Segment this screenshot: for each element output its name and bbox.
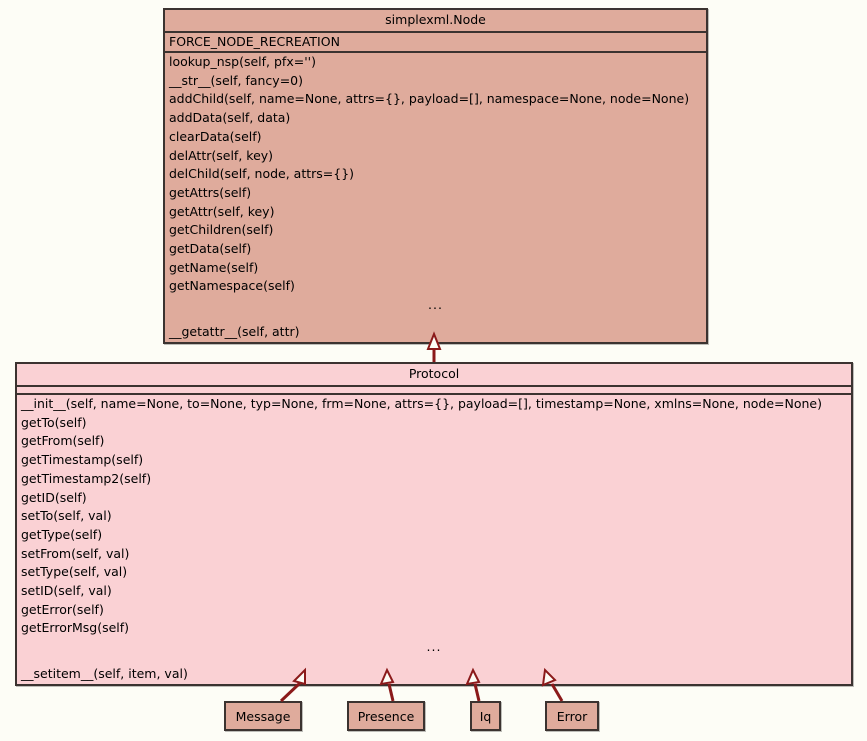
class-box-message[interactable]: Message: [224, 701, 302, 731]
class-operation: getType(self): [21, 526, 103, 542]
class-operation: getErrorMsg(self): [21, 620, 130, 636]
class-operation: __str__(self, fancy=0): [169, 72, 304, 88]
class-operation: setTo(self, val): [21, 508, 112, 524]
class-operations-spacer: [165, 315, 706, 323]
class-operation: getError(self): [21, 601, 104, 617]
class-title-presence: Presence: [357, 708, 415, 724]
class-box-simplexml-node[interactable]: simplexml.Node FORCE_NODE_RECREATION loo…: [163, 8, 708, 344]
class-operations-protocol: __init__(self, name=None, to=None, typ=N…: [17, 395, 851, 684]
class-operation: lookup_nsp(self, pfx=''): [169, 54, 316, 69]
class-operation: setType(self, val): [21, 564, 128, 580]
class-operation: clearData(self): [169, 128, 262, 144]
class-operation: __init__(self, name=None, to=None, typ=N…: [21, 396, 822, 411]
class-operation: getTo(self): [21, 414, 87, 430]
class-box-protocol[interactable]: Protocol __init__(self, name=None, to=No…: [15, 362, 853, 686]
class-box-presence[interactable]: Presence: [347, 701, 425, 731]
class-operation: addChild(self, name=None, attrs={}, payl…: [169, 91, 690, 107]
class-operation: getName(self): [169, 259, 259, 275]
class-attributes-simplexml-node: FORCE_NODE_RECREATION: [165, 33, 706, 53]
class-operation: getNamespace(self): [169, 278, 295, 294]
class-operation: getTimestamp2(self): [21, 470, 152, 486]
class-box-error[interactable]: Error: [545, 701, 599, 731]
class-operation: setID(self, val): [21, 583, 112, 599]
class-operation: getData(self): [169, 241, 252, 257]
class-attribute: FORCE_NODE_RECREATION: [169, 34, 340, 49]
class-operation: __getattr__(self, attr): [169, 323, 300, 339]
class-title-simplexml-node: simplexml.Node: [165, 10, 706, 33]
class-operation: addData(self, data): [169, 110, 291, 126]
class-operations-simplexml-node: lookup_nsp(self, pfx='') __str__(self, f…: [165, 53, 706, 342]
class-box-iq[interactable]: Iq: [470, 701, 501, 731]
class-operations-ellipsis: ...: [428, 297, 443, 313]
class-operation: delChild(self, node, attrs={}): [169, 166, 355, 182]
class-title-iq: Iq: [479, 708, 492, 724]
class-operation: getChildren(self): [169, 222, 274, 238]
class-operation: getID(self): [21, 489, 87, 505]
class-title-message: Message: [235, 708, 291, 724]
class-attributes-protocol: [17, 387, 851, 395]
class-operations-ellipsis: ...: [426, 639, 442, 655]
class-operation: delAttr(self, key): [169, 147, 274, 163]
class-operation: getAttrs(self): [169, 184, 252, 200]
class-operations-spacer: [17, 657, 851, 665]
class-operation: getTimestamp(self): [21, 452, 144, 468]
class-operation: getAttr(self, key): [169, 203, 275, 219]
class-title-error: Error: [556, 708, 588, 724]
class-operation: __setitem__(self, item, val): [21, 665, 188, 681]
class-title-protocol: Protocol: [17, 364, 851, 387]
class-operation: setFrom(self, val): [21, 545, 130, 561]
class-operation: getFrom(self): [21, 433, 105, 449]
